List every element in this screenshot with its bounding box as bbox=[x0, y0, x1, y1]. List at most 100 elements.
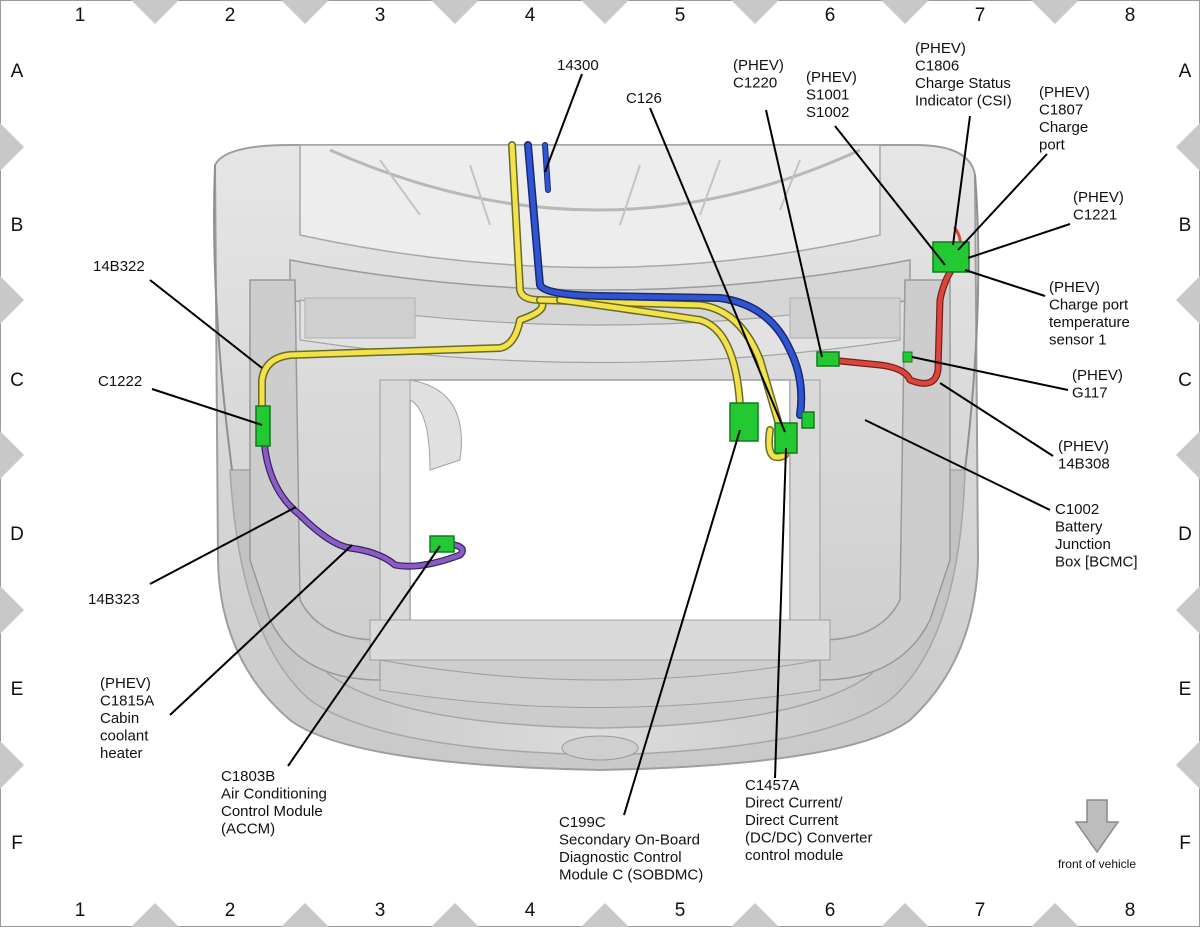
border-marker bbox=[1031, 903, 1079, 927]
callout-line: sensor 1 bbox=[1049, 332, 1107, 349]
callout-line: C1002 bbox=[1055, 501, 1099, 518]
connector-c1220 bbox=[816, 351, 840, 367]
callout-line: (PHEV) bbox=[1073, 189, 1124, 206]
border-marker bbox=[881, 903, 929, 927]
callout-line: 14B322 bbox=[93, 258, 145, 275]
callout-line: C1222 bbox=[98, 373, 142, 390]
grid-column-label: 2 bbox=[225, 5, 236, 26]
leader-lines bbox=[149, 73, 1071, 816]
callout-line: C199C bbox=[559, 814, 606, 831]
border-marker bbox=[1176, 586, 1200, 634]
callout-line: 14300 bbox=[557, 57, 599, 74]
callout-line: C1220 bbox=[733, 75, 777, 92]
border-marker bbox=[0, 741, 24, 789]
connector-c199c bbox=[729, 402, 759, 442]
callout-line: (PHEV) bbox=[1049, 279, 1100, 296]
callout-line: temperature bbox=[1049, 314, 1130, 331]
callout-line: (PHEV) bbox=[733, 57, 784, 74]
border-marker bbox=[1031, 0, 1079, 24]
callout-line: (PHEV) bbox=[1072, 367, 1123, 384]
border-marker bbox=[1176, 431, 1200, 479]
border-marker bbox=[431, 0, 479, 24]
callout-line: (PHEV) bbox=[1058, 438, 1109, 455]
callout-line: port bbox=[1039, 137, 1066, 154]
connector-c126 bbox=[801, 411, 815, 429]
grid-column-label: 6 bbox=[825, 900, 836, 921]
callout-14b322: 14B322 bbox=[93, 258, 145, 275]
grid-row-label: A bbox=[11, 61, 24, 82]
callout-line: Direct Current bbox=[745, 812, 839, 829]
connector-c1222 bbox=[255, 405, 271, 447]
front-of-vehicle-label: front of vehicle bbox=[1058, 857, 1136, 871]
callout-line: (DC/DC) Converter bbox=[745, 830, 873, 847]
callout-line: (PHEV) bbox=[1039, 84, 1090, 101]
border-marker bbox=[131, 0, 179, 24]
callout-line: Box [BCMC] bbox=[1055, 554, 1138, 571]
callout-line: Air Conditioning bbox=[221, 786, 327, 803]
callout-14b308: (PHEV)14B308 bbox=[1058, 438, 1110, 473]
callout-line: control module bbox=[745, 847, 843, 864]
border-marker bbox=[281, 903, 329, 927]
callout-line: coolant bbox=[100, 728, 149, 745]
grid-column-label: 1 bbox=[75, 5, 86, 26]
harness-purple bbox=[260, 436, 466, 570]
grid-row-label: F bbox=[11, 833, 23, 854]
border-marker bbox=[581, 0, 629, 24]
grid-column-label: 4 bbox=[525, 5, 536, 26]
callout-c1221: (PHEV)C1221 bbox=[1073, 189, 1124, 224]
callout-line: Indicator (CSI) bbox=[915, 93, 1012, 110]
callout-c1222: C1222 bbox=[98, 373, 142, 390]
callout-14b323: 14B323 bbox=[88, 591, 140, 608]
callout-line: S1002 bbox=[806, 104, 849, 121]
border-marker bbox=[581, 903, 629, 927]
callout-line: Charge Status bbox=[915, 75, 1011, 92]
callout-line: Module C (SOBDMC) bbox=[559, 867, 703, 884]
callout-line: 14B323 bbox=[88, 591, 140, 608]
callout-line: Cabin bbox=[100, 710, 139, 727]
callout-line: C1221 bbox=[1073, 207, 1117, 224]
callout-line: C1815A bbox=[100, 693, 154, 710]
callout-line: (PHEV) bbox=[915, 40, 966, 57]
grid-row-label: B bbox=[11, 215, 24, 236]
callout-line: C1457A bbox=[745, 777, 799, 794]
grid-column-label: 4 bbox=[525, 900, 536, 921]
callout-line: Diagnostic Control bbox=[559, 849, 682, 866]
border-marker bbox=[0, 586, 24, 634]
grid-row-label: E bbox=[1179, 679, 1192, 700]
grid-column-label: 8 bbox=[1125, 5, 1136, 26]
callout-line: C1803B bbox=[221, 768, 275, 785]
callout-line: Secondary On-Board bbox=[559, 832, 700, 849]
callout-line: (PHEV) bbox=[100, 675, 151, 692]
connector-c1803b bbox=[429, 535, 455, 553]
callout-line: C126 bbox=[626, 90, 662, 107]
callout-c1220: (PHEV)C1220 bbox=[733, 57, 784, 92]
callout-line: 14B308 bbox=[1058, 456, 1110, 473]
grid-row-label: A bbox=[1179, 61, 1192, 82]
border-marker bbox=[1176, 276, 1200, 324]
grid-column-label: 6 bbox=[825, 5, 836, 26]
callout-line: C1807 bbox=[1039, 102, 1083, 119]
grid-column-label: 5 bbox=[675, 900, 686, 921]
border-marker bbox=[881, 0, 929, 24]
callout-line: Junction bbox=[1055, 536, 1111, 553]
grid-row-label: D bbox=[1178, 524, 1192, 545]
callout-line: heater bbox=[100, 745, 143, 762]
callout-line: Control Module bbox=[221, 803, 323, 820]
border-marker bbox=[131, 903, 179, 927]
callout-line: S1001 bbox=[806, 87, 849, 104]
grid-row-label: E bbox=[11, 679, 24, 700]
callout-line: (ACCM) bbox=[221, 821, 275, 838]
border-marker bbox=[1176, 741, 1200, 789]
border-marker bbox=[281, 0, 329, 24]
callout-line: Charge port bbox=[1049, 297, 1129, 314]
